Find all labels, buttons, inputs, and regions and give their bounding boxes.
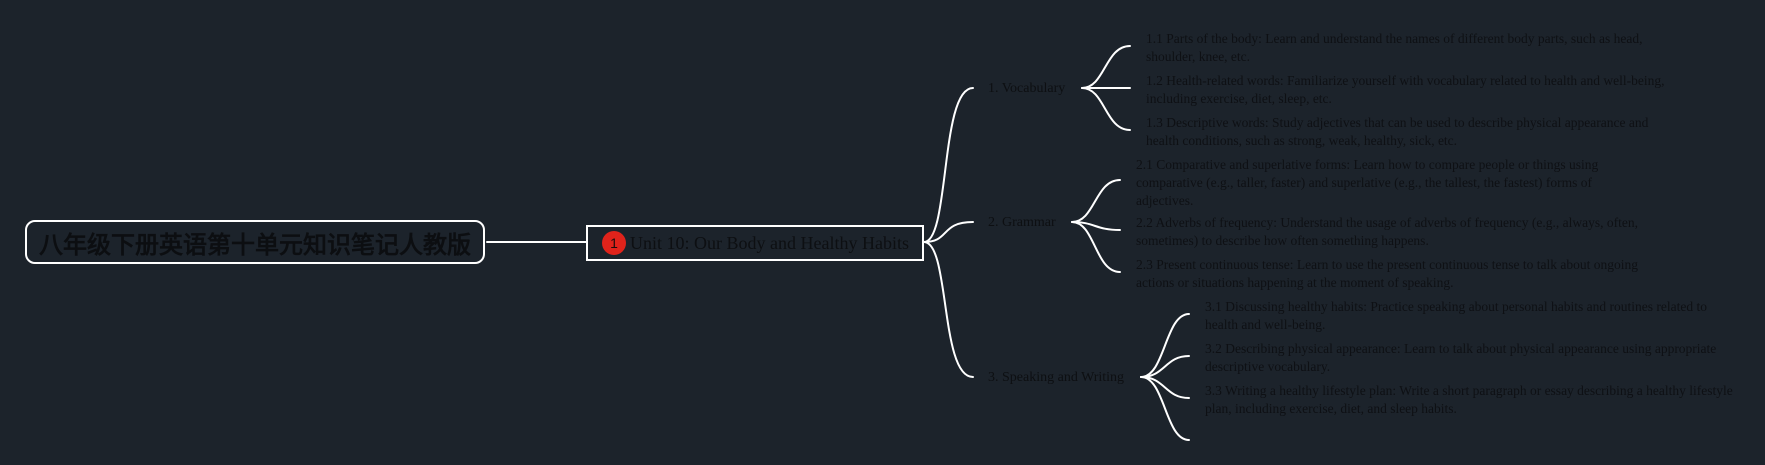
main-topic-label: Unit 10: Our Body and Healthy Habits xyxy=(630,232,909,253)
leaf-text: 2.2 Adverbs of frequency: Understand the… xyxy=(1136,215,1638,248)
connector-speaking-4 xyxy=(1140,376,1190,441)
leaf-text: 3.2 Describing physical appearance: Lear… xyxy=(1205,341,1717,374)
leaf-text: 1.1 Parts of the body: Learn and underst… xyxy=(1146,31,1643,64)
connector-main-vocabulary xyxy=(923,87,974,243)
leaf-vocab-descriptive[interactable]: 1.3 Descriptive words: Study adjectives … xyxy=(1146,114,1666,150)
leaf-text: 2.3 Present continuous tense: Learn to u… xyxy=(1136,257,1639,290)
connector-grammar-3 xyxy=(1071,221,1121,273)
leaf-text: 1.2 Health-related words: Familiarize yo… xyxy=(1146,73,1665,106)
branch-speaking-writing[interactable]: 3. Speaking and Writing xyxy=(988,370,1124,386)
leaf-text: 3.3 Writing a healthy lifestyle plan: Wr… xyxy=(1205,383,1733,416)
connector-grammar-1 xyxy=(1071,179,1121,223)
connector-speaking-1 xyxy=(1140,313,1190,378)
connector-speaking-2 xyxy=(1140,355,1190,378)
leaf-vocab-health-words[interactable]: 1.2 Health-related words: Familiarize yo… xyxy=(1146,72,1666,108)
leaf-empty[interactable] xyxy=(1205,430,1725,450)
branch-vocabulary[interactable]: 1. Vocabulary xyxy=(988,81,1065,97)
leaf-speaking-appearance[interactable]: 3.2 Describing physical appearance: Lear… xyxy=(1205,340,1725,376)
root-topic[interactable]: 八年级下册英语第十单元知识笔记人教版 xyxy=(25,220,485,264)
connector-main-grammar xyxy=(923,221,974,243)
connector-main-speaking xyxy=(923,241,974,378)
leaf-speaking-habits[interactable]: 3.1 Discussing healthy habits: Practice … xyxy=(1205,298,1725,334)
leaf-text: 1.3 Descriptive words: Study adjectives … xyxy=(1146,115,1649,148)
leaf-text: 2.1 Comparative and superlative forms: L… xyxy=(1136,157,1599,208)
leaf-grammar-comparative[interactable]: 2.1 Comparative and superlative forms: L… xyxy=(1136,156,1636,208)
leaf-grammar-present-continuous[interactable]: 2.3 Present continuous tense: Learn to u… xyxy=(1136,256,1656,292)
marker-number-icon: 1 xyxy=(602,231,626,255)
leaf-vocab-body-parts[interactable]: 1.1 Parts of the body: Learn and underst… xyxy=(1146,30,1666,66)
branch-label: 2. Grammar xyxy=(988,215,1056,230)
branch-label: 1. Vocabulary xyxy=(988,81,1066,96)
leaf-text: 3.1 Discussing healthy habits: Practice … xyxy=(1205,299,1708,332)
connector-vocab-3 xyxy=(1081,87,1131,131)
leaf-grammar-adverbs[interactable]: 2.2 Adverbs of frequency: Understand the… xyxy=(1136,214,1656,250)
connector-vocab-1 xyxy=(1081,45,1131,89)
branch-label: 3. Speaking and Writing xyxy=(988,370,1125,385)
branch-grammar[interactable]: 2. Grammar xyxy=(988,215,1056,231)
main-topic[interactable]: 1 Unit 10: Our Body and Healthy Habits xyxy=(586,225,924,261)
leaf-writing-lifestyle-plan[interactable]: 3.3 Writing a healthy lifestyle plan: Wr… xyxy=(1205,382,1745,418)
root-topic-label: 八年级下册英语第十单元知识笔记人教版 xyxy=(39,230,471,259)
